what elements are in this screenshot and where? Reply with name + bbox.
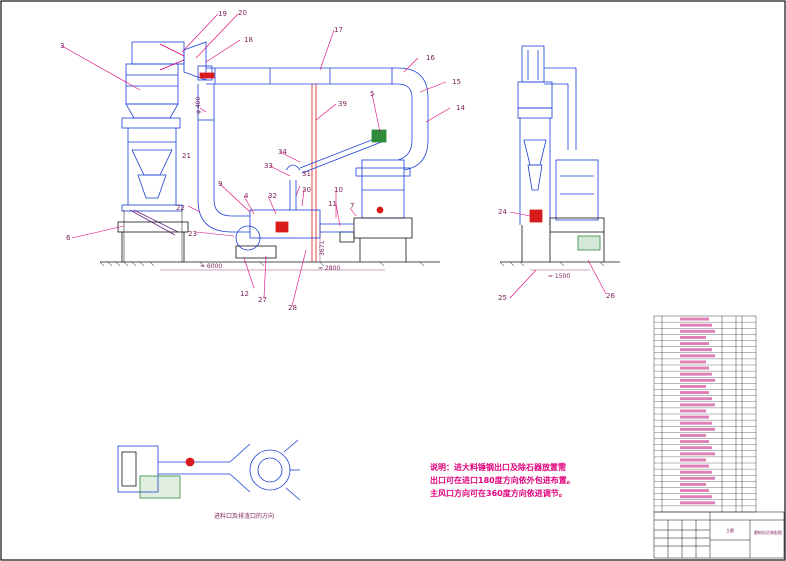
dim-duct-diameter: φ 400 [195,97,202,115]
plan-caption: 进料口及排渣口的方向 [214,512,274,520]
callout-24: 24 [498,208,507,216]
callout-39: 39 [338,100,347,108]
callout-16: 16 [426,54,435,62]
callout-25: 25 [498,294,507,302]
callout-33: 33 [264,162,273,170]
bom-row-description [680,329,715,333]
bom-row-description [680,421,712,425]
callout-9: 9 [218,180,222,188]
bom-row-description [680,342,709,346]
callout-28: 28 [288,304,297,312]
callout-20: 20 [238,9,247,17]
side-elevation [499,45,620,271]
callout-6: 6 [66,234,71,242]
callout-17: 17 [334,26,343,34]
bom-row-description [680,384,706,388]
bom-row-description [680,360,706,364]
callout-21: 21 [182,152,191,160]
callout-19: 19 [218,10,227,18]
bom-row-description [680,354,715,358]
bom-row-description [680,501,715,505]
notes-block: 说明：进大料锤钢出口及除石器放置需 出口可在进口180度方向依外包进布置。 主风… [430,462,575,498]
callout-26: 26 [606,292,615,300]
bom-row-description [680,323,712,327]
dim-base-width: ≈ 2800 [318,265,340,272]
bom-row-description [680,446,712,450]
front-elevation [99,41,440,271]
bom-row-description [680,409,706,413]
callout-labels: 3 19 20 18 17 16 15 14 39 5 21 34 33 31 … [60,9,465,312]
callout-leaders [61,13,451,307]
callout-15: 15 [452,78,461,86]
callout-23: 23 [188,230,197,238]
bom-row-description [680,495,712,499]
callout-22: 22 [176,204,185,212]
callout-5: 5 [370,90,374,98]
cyclone-collector [117,41,189,262]
bom-row-description [680,489,709,493]
bom-row-description [680,372,712,376]
bom-row-description [680,378,715,382]
callout-14: 14 [456,104,465,112]
callout-11: 11 [328,200,337,208]
title-drawing-code: 磨粉机总装配图 [754,529,782,535]
title-drawing-name: 立磨 [726,527,734,533]
callout-32: 32 [268,192,277,200]
bom-row-description [680,366,709,370]
bom-row-description [680,452,715,456]
plan-view [117,439,301,501]
callout-10: 10 [334,186,343,194]
callout-7: 7 [350,202,354,210]
dimension-lines [160,222,385,271]
dim-mill-height: 3671 [319,241,326,256]
callout-18: 18 [244,36,253,44]
bom-row-description [680,470,712,474]
bom-row-description [680,403,715,407]
note-line-2: 出口可在进口180度方向依外包进布置。 [430,475,575,485]
callout-3: 3 [60,42,64,50]
callout-27: 27 [258,296,267,304]
bom-row-description [680,335,706,339]
bom-rows [654,317,756,507]
dim-side-width: ≈ 1500 [548,273,570,280]
bom-row-description [680,391,709,395]
bom-row-description [680,415,709,419]
note-line-1: 说明：进大料锤钢出口及除石器放置需 [430,462,566,472]
inclined-conveyor [299,129,387,174]
bom-row-description [680,433,706,437]
bom-row-description [680,317,709,321]
mill-body [339,139,429,262]
callout-4: 4 [244,192,249,200]
bom-row-description [680,476,715,480]
bom-row-description [680,427,715,431]
note-line-3: 主风口方向可在360度方向依进调节。 [430,488,567,498]
bom-row-description [680,464,709,468]
callout-12: 12 [240,290,249,298]
callout-30: 30 [302,186,311,194]
bom-row-description [680,397,712,401]
bom-row-description [680,440,709,444]
callout-31: 31 [302,170,311,178]
dim-overall-span: ≈ 6000 [200,263,222,270]
bom-row-description [680,348,712,352]
side-callout-leaders [509,211,607,299]
callout-34: 34 [278,148,287,156]
top-duct [199,67,429,140]
return-duct [197,84,250,233]
bom-row-description [680,482,706,486]
bom-row-description [680,458,706,462]
title-block [653,511,785,559]
